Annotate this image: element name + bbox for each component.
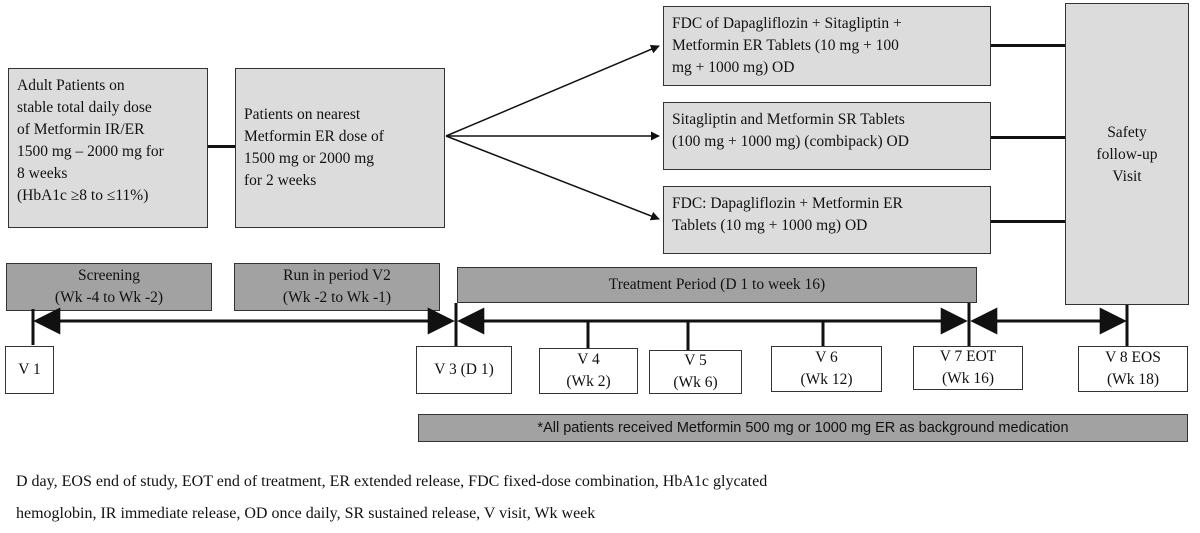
visit-box-v4: V 4 (Wk 2)	[539, 348, 638, 394]
visit-v5-week: (Wk 6)	[673, 374, 718, 391]
visit-v8-week: (Wk 18)	[1106, 371, 1160, 388]
runin-period-bar: Run in period V2 (Wk -2 to Wk -1)	[234, 263, 440, 311]
safety-line-2: follow-up	[1096, 146, 1158, 163]
background-medication-text: *All patients received Metformin 500 mg …	[537, 420, 1069, 436]
arm-1-line-3: mg + 1000 mg) OD	[672, 59, 795, 76]
visit-box-v3: V 3 (D 1)	[416, 346, 512, 394]
visit-v3-label: V 3 (D 1)	[434, 361, 494, 378]
visit-v4-label: V 4	[577, 351, 600, 368]
background-medication-note: *All patients received Metformin 500 mg …	[418, 414, 1188, 442]
safety-followup-box: Safety follow-up Visit	[1065, 3, 1189, 305]
eligibility-line-1: Adult Patients on	[17, 77, 125, 94]
visit-box-v6: V 6 (Wk 12)	[771, 346, 882, 392]
visit-box-v8: V 8 EOS (Wk 18)	[1078, 346, 1188, 392]
treatment-period-bar: Treatment Period (D 1 to week 16)	[457, 267, 977, 303]
screening-period-bar: Screening (Wk -4 to Wk -2)	[6, 263, 212, 311]
arm-3-line-1: FDC: Dapagliflozin + Metformin ER	[672, 195, 903, 212]
caption-line-2: hemoglobin, IR immediate release, OD onc…	[16, 505, 596, 522]
eligibility-line-5: 8 weeks	[17, 165, 68, 182]
figure-caption: D day, EOS end of study, EOT end of trea…	[16, 466, 1186, 530]
visit-v8-label: V 8 EOS	[1105, 349, 1161, 366]
arm-3-box: FDC: Dapagliflozin + Metformin ER Tablet…	[663, 186, 991, 254]
eligibility-line-6: (HbA1c ≥8 to ≤11%)	[17, 187, 149, 204]
visit-box-v5: V 5 (Wk 6)	[649, 350, 742, 394]
visit-v5-label: V 5	[684, 352, 707, 369]
safety-line-3: Visit	[1112, 168, 1142, 185]
visit-box-v1: V 1	[5, 346, 54, 394]
visit-v1-label: V 1	[18, 361, 41, 378]
runin-line-4: for 2 weeks	[244, 172, 317, 189]
arrow-to-arm-3	[445, 135, 660, 221]
arm-1-line-2: Metformin ER Tablets (10 mg + 100	[672, 37, 899, 54]
caption-line-1: D day, EOS end of study, EOT end of trea…	[16, 473, 768, 490]
runin-line-1: Patients on nearest	[244, 106, 361, 123]
visit-box-v7: V 7 EOT (Wk 16)	[913, 346, 1023, 390]
runin-line-3: 1500 mg or 2000 mg	[244, 150, 375, 167]
arm-3-line-2: Tablets (10 mg + 1000 mg) OD	[672, 217, 868, 234]
eligibility-box: Adult Patients on stable total daily dos…	[8, 68, 208, 228]
eligibility-line-3: of Metformin IR/ER	[17, 121, 145, 138]
connector-arm-2-safety	[991, 136, 1065, 139]
runin-period-label: Run in period V2	[283, 267, 391, 284]
safety-line-1: Safety	[1107, 124, 1147, 141]
arm-2-line-2: (100 mg + 1000 mg) (combipack) OD	[672, 133, 909, 150]
arm-1-box: FDC of Dapagliflozin + Sitagliptin + Met…	[663, 6, 991, 86]
eligibility-line-2: stable total daily dose	[17, 99, 152, 116]
treatment-period-label: Treatment Period (D 1 to week 16)	[608, 276, 826, 293]
visit-v4-week: (Wk 2)	[566, 373, 611, 390]
connector-eligibility-runin	[208, 145, 236, 148]
visit-v7-label: V 7 EOT	[939, 348, 997, 365]
arm-2-box: Sitagliptin and Metformin SR Tablets (10…	[663, 102, 991, 170]
screening-label: Screening	[78, 267, 140, 284]
arm-1-line-1: FDC of Dapagliflozin + Sitagliptin +	[672, 15, 902, 32]
screening-range: (Wk -4 to Wk -2)	[54, 289, 164, 306]
eligibility-line-4: 1500 mg – 2000 mg for	[17, 143, 164, 160]
connector-arm-1-safety	[991, 44, 1065, 47]
runin-box: Patients on nearest Metformin ER dose of…	[235, 68, 445, 228]
visit-v7-week: (Wk 16)	[941, 370, 995, 387]
runin-line-2: Metformin ER dose of	[244, 128, 384, 145]
arrow-to-arm-1	[445, 45, 660, 137]
runin-period-range: (Wk -2 to Wk -1)	[282, 289, 392, 306]
arm-2-line-1: Sitagliptin and Metformin SR Tablets	[672, 111, 905, 128]
connector-arm-3-safety	[991, 220, 1065, 223]
visit-v6-week: (Wk 12)	[800, 371, 853, 388]
visit-v6-label: V 6	[815, 349, 838, 366]
